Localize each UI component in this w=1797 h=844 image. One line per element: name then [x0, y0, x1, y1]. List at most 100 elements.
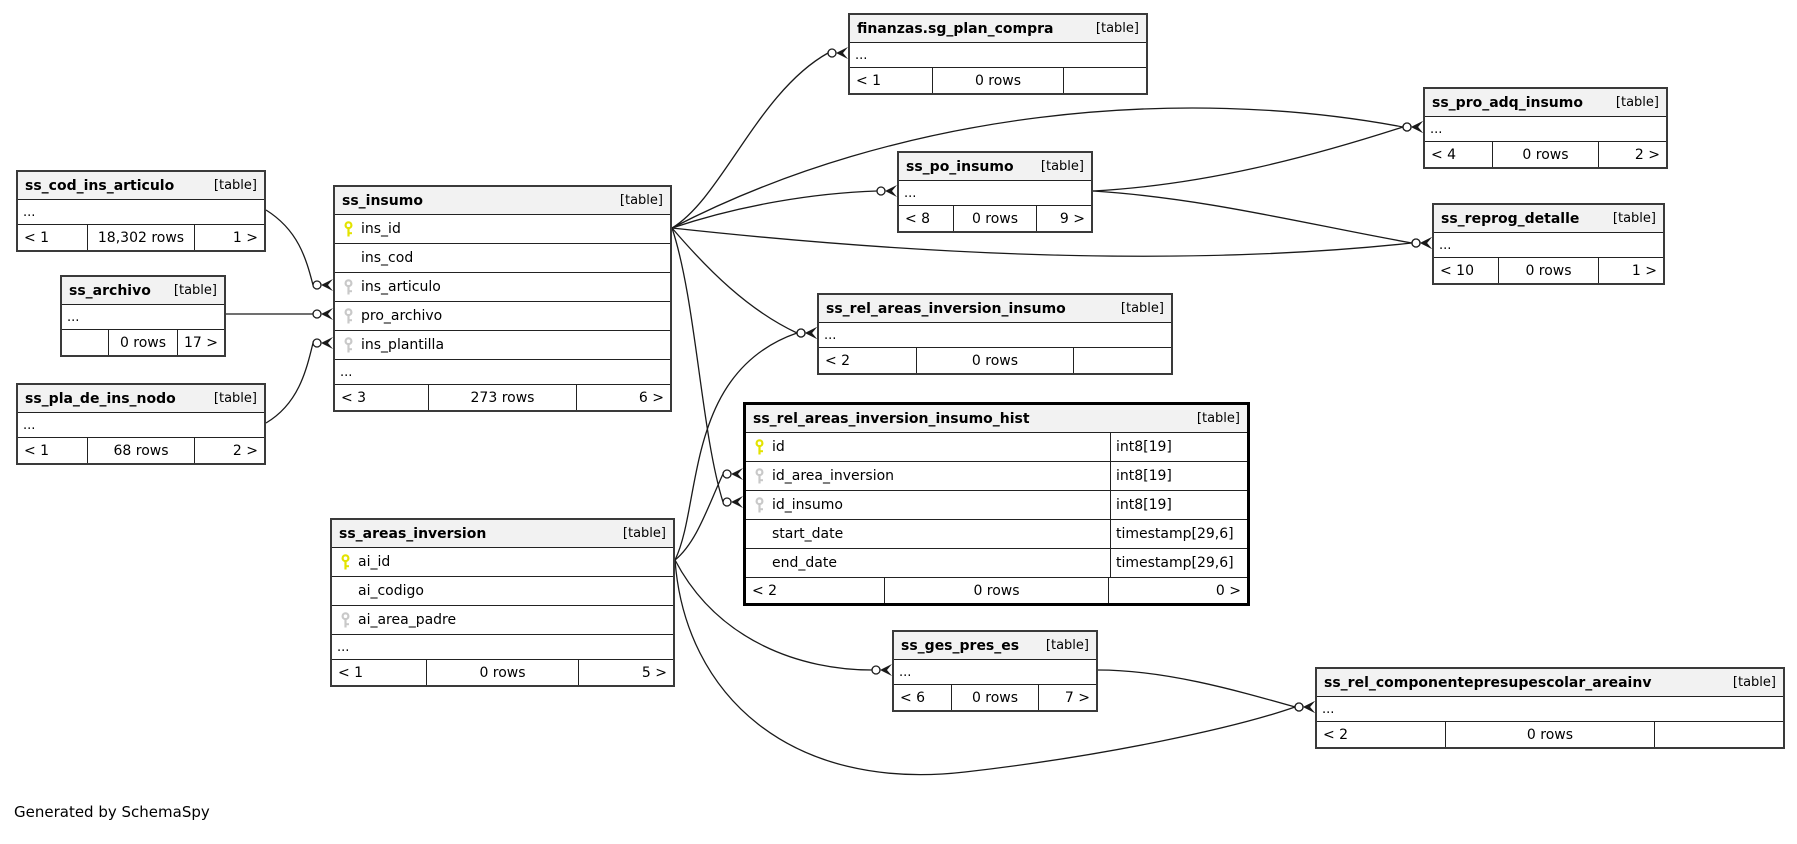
table-header-ss_ges_pres_es[interactable]: ss_ges_pres_es[table] — [894, 632, 1096, 660]
table-name[interactable]: ss_rel_areas_inversion_insumo — [826, 300, 1066, 317]
table-name[interactable]: ss_rel_componentepresupescolar_areainv — [1324, 674, 1652, 691]
column-name: pro_archivo — [361, 308, 443, 324]
related-tables-right-nav[interactable]: 9 > — [1059, 210, 1085, 227]
column-name: ai_area_padre — [358, 612, 457, 628]
column-row-ins_articulo: ins_articulo — [335, 273, 670, 302]
related-tables-right-nav[interactable]: 2 > — [1634, 146, 1660, 163]
column-datatype: int8[19] — [1110, 491, 1247, 519]
column-name: ins_plantilla — [361, 337, 445, 353]
column-name: end_date — [772, 555, 837, 571]
column-name: id_area_inversion — [772, 468, 895, 484]
related-tables-right-nav[interactable]: 0 > — [1215, 582, 1241, 599]
related-tables-left-nav[interactable]: < 2 — [819, 348, 918, 373]
related-tables-left-nav[interactable]: < 10 — [1434, 258, 1500, 283]
related-tables-right-nav[interactable]: 17 > — [184, 334, 218, 351]
table-name[interactable]: ss_pla_de_ins_nodo — [25, 390, 176, 407]
table-header-ss_rel_componentepresupescolar_areainv[interactable]: ss_rel_componentepresupescolar_areainv[t… — [1317, 669, 1783, 697]
row-count: 18,302 rows — [88, 225, 196, 250]
related-tables-left-nav[interactable]: < 3 — [335, 385, 429, 410]
table-type-tag: [table] — [213, 178, 257, 193]
row-count: 0 rows — [917, 348, 1074, 373]
table-header-ss_archivo[interactable]: ss_archivo[table] — [62, 277, 224, 305]
table-type-tag: [table] — [213, 391, 257, 406]
related-tables-right-nav[interactable]: 1 > — [1631, 262, 1657, 279]
related-tables-right-nav[interactable]: 6 > — [638, 389, 664, 406]
columns-ellipsis-row: ... — [332, 635, 673, 660]
table-header-ss_pla_de_ins_nodo[interactable]: ss_pla_de_ins_nodo [table] — [18, 385, 264, 413]
table-ss_rel_areas_inversion_insumo_hist: ss_rel_areas_inversion_insumo_hist [table… — [743, 402, 1250, 606]
relationship-edge-ss_insumo-to-ss_rel_areas_inversion_insumo_hist — [671, 227, 724, 503]
table-header-ss_pro_adq_insumo[interactable]: ss_pro_adq_insumo[table] — [1425, 89, 1666, 117]
table-name[interactable]: ss_rel_areas_inversion_insumo_hist — [753, 410, 1030, 427]
row-count: 68 rows — [88, 438, 196, 463]
table-header-ss_reprog_detalle[interactable]: ss_reprog_detalle[table] — [1434, 205, 1663, 233]
related-tables-right-nav — [1655, 722, 1783, 747]
related-tables-right-nav[interactable]: 2 > — [232, 442, 258, 459]
primary-key-icon — [343, 220, 353, 236]
table-header-ss_insumo[interactable]: ss_insumo[table] — [335, 187, 670, 215]
foreign-key-icon — [343, 336, 353, 352]
related-tables-right-nav[interactable]: 5 > — [641, 664, 667, 681]
related-tables-right-nav — [1064, 68, 1146, 93]
related-tables-left-nav[interactable]: < 4 — [1425, 142, 1494, 167]
relationship-edge-ss_po_insumo-to-ss_pro_adq_insumo — [1092, 126, 1404, 192]
table-type-tag: [table] — [1040, 159, 1084, 174]
foreign-key-icon — [754, 467, 764, 483]
key-icon-slot — [332, 611, 358, 629]
table-name[interactable]: ss_po_insumo — [906, 158, 1014, 175]
crowfoot-connector-icon — [796, 327, 817, 339]
row-count: 0 rows — [885, 578, 1110, 603]
related-tables-left-nav[interactable]: < 2 — [746, 578, 885, 603]
related-tables-left-nav[interactable]: < 1 — [850, 68, 934, 93]
related-tables-right-nav[interactable]: 7 > — [1064, 689, 1090, 706]
crowfoot-connector-icon — [796, 327, 817, 339]
table-header-ss_rel_areas_inversion_insumo[interactable]: ss_rel_areas_inversion_insumo [table] — [819, 295, 1171, 323]
table-header-ss_cod_ins_articulo[interactable]: ss_cod_ins_articulo [table] — [18, 172, 264, 200]
table-type-tag: [table] — [1196, 411, 1240, 426]
table-name[interactable]: finanzas.sg_plan_compra — [857, 20, 1054, 37]
generator-note: Generated by SchemaSpy — [14, 803, 210, 821]
crowfoot-connector-icon — [871, 664, 892, 676]
key-icon-slot — [335, 278, 361, 296]
column-row-ins_plantilla: ins_plantilla — [335, 331, 670, 360]
table-name[interactable]: ss_reprog_detalle — [1441, 210, 1580, 227]
related-tables-right-nav[interactable]: 1 > — [232, 229, 258, 246]
table-type-tag: [table] — [1120, 301, 1164, 316]
related-tables-left-nav[interactable]: < 1 — [18, 438, 88, 463]
table-header-ss_rel_areas_inversion_insumo_hist[interactable]: ss_rel_areas_inversion_insumo_hist [table… — [746, 405, 1247, 433]
table-header-ss_po_insumo[interactable]: ss_po_insumo [table] — [899, 153, 1091, 181]
crowfoot-connector-icon — [722, 496, 743, 508]
table-name[interactable]: ss_areas_inversion — [339, 525, 487, 542]
related-tables-left-nav[interactable]: < 1 — [332, 660, 428, 685]
crowfoot-connector-icon — [1411, 237, 1432, 249]
columns-ellipsis-row: ... — [819, 323, 1171, 348]
table-header-finanzas.sg_plan_compra[interactable]: finanzas.sg_plan_compra [table] — [850, 15, 1146, 43]
crowfoot-connector-icon — [1402, 121, 1423, 133]
columns-ellipsis-row: ... — [894, 660, 1096, 685]
related-tables-left-nav[interactable]: < 2 — [1317, 722, 1447, 747]
table-name[interactable]: ss_pro_adq_insumo — [1432, 94, 1583, 111]
table-header-ss_areas_inversion[interactable]: ss_areas_inversion[table] — [332, 520, 673, 548]
crowfoot-connector-icon — [827, 47, 848, 59]
related-tables-left-nav[interactable]: < 8 — [899, 206, 955, 231]
column-name: ins_articulo — [361, 279, 441, 295]
related-tables-left-nav[interactable]: < 1 — [18, 225, 88, 250]
table-name[interactable]: ss_cod_ins_articulo — [25, 177, 175, 194]
table-name[interactable]: ss_ges_pres_es — [901, 637, 1020, 654]
table-name[interactable]: ss_insumo — [342, 192, 423, 209]
table-name[interactable]: ss_archivo — [69, 282, 151, 299]
table-type-tag: [table] — [1095, 21, 1139, 36]
related-tables-left-nav[interactable]: < 6 — [894, 685, 952, 710]
